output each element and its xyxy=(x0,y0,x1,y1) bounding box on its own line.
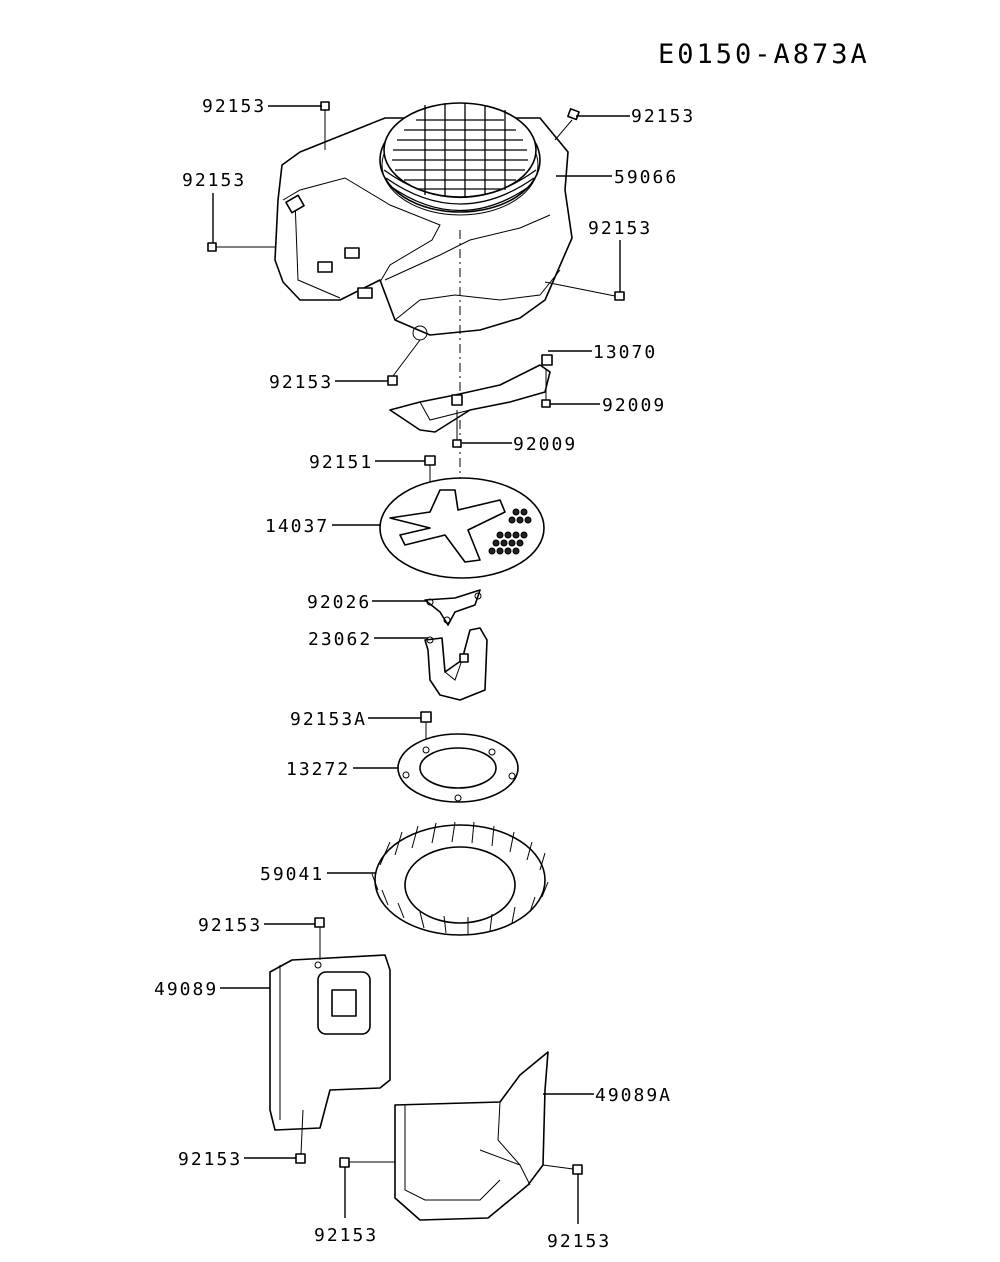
bolt-92153-left xyxy=(207,242,275,252)
callout-label: 92153 xyxy=(547,1231,611,1252)
callout-label: 92153 xyxy=(198,915,262,936)
bolt-92009-b xyxy=(452,410,462,448)
fan-screen-14037 xyxy=(379,477,545,579)
callout-label: 13070 xyxy=(593,342,657,363)
bolt-92153-top-right xyxy=(554,108,580,141)
diagram-code: E0150-A873A xyxy=(658,39,870,70)
bolt-92153-coverA-left xyxy=(339,1157,395,1168)
callout-label: 92153 xyxy=(182,170,246,191)
guide-plate-13070 xyxy=(389,354,553,433)
bracket-23062 xyxy=(424,627,488,701)
plate-washer-92026 xyxy=(424,589,482,626)
bolt-92153-bottom xyxy=(387,339,421,386)
callout-label: 92151 xyxy=(309,452,373,473)
leader-lines xyxy=(212,105,630,1224)
cover-49089 xyxy=(269,954,391,1131)
callout-label: 92153 xyxy=(314,1225,378,1246)
callout-label: 92026 xyxy=(307,592,371,613)
callout-label: 49089 xyxy=(154,979,218,1000)
callout-label: 92153A xyxy=(290,709,367,730)
callout-label: 92153 xyxy=(269,372,333,393)
callout-label: 92153 xyxy=(178,1149,242,1170)
callout-label: 14037 xyxy=(265,516,329,537)
callout-label: 92153 xyxy=(631,106,695,127)
callout-label: 23062 xyxy=(308,629,372,650)
callout-label: 13272 xyxy=(286,759,350,780)
bolt-92153-cover-top xyxy=(314,917,325,960)
callout-label: 59066 xyxy=(614,167,678,188)
bolt-92153-right xyxy=(544,281,625,301)
cooling-fan-59041 xyxy=(371,821,549,936)
cover-49089A xyxy=(394,1051,549,1221)
callout-label: 92153 xyxy=(202,96,266,117)
callout-label: 59041 xyxy=(260,864,324,885)
fan-housing-shroud xyxy=(274,102,573,480)
bolt-92153-coverA-right xyxy=(542,1164,583,1175)
callout-label: 92009 xyxy=(602,395,666,416)
callout-labels: 92153 92153 59066 92153 92153 92153 1307… xyxy=(154,96,695,1252)
callout-label: 92009 xyxy=(513,434,577,455)
callout-label: 49089A xyxy=(595,1085,672,1106)
callout-label: 92153 xyxy=(588,218,652,239)
ring-plate-13272 xyxy=(397,733,519,803)
